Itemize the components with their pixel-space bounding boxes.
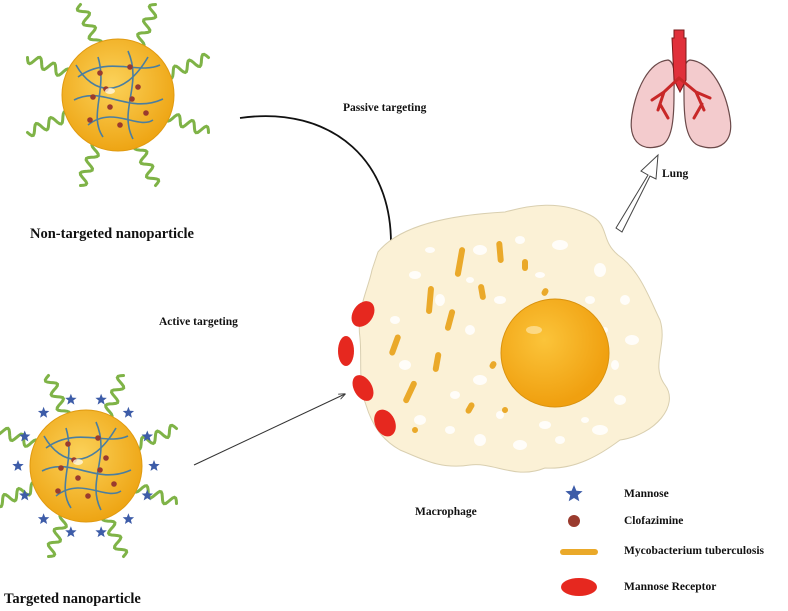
- peg-chain: [75, 3, 103, 49]
- nanoparticle-core: [29, 409, 143, 523]
- clofazimine-dot: [107, 104, 113, 110]
- polymer-strand: [45, 435, 129, 449]
- clofazimine-dot: [75, 475, 81, 481]
- passive-targeting-label: Passive targeting: [343, 102, 427, 114]
- mycobacterium: [444, 309, 456, 331]
- mannose-star: [122, 513, 135, 524]
- polymer-strand: [64, 427, 72, 509]
- legend-receptor-icon: [561, 578, 597, 596]
- peg-chain: [26, 110, 72, 138]
- clofazimine-dot: [111, 481, 117, 487]
- macrophage-vacuoles: [390, 236, 639, 450]
- legend-clofazimine-icon: [568, 515, 580, 527]
- mannose-star: [141, 489, 153, 501]
- active-targeting-label: Active targeting: [159, 316, 238, 328]
- clofazimine-dot: [117, 122, 123, 128]
- legend-mtb-icon: [560, 549, 598, 555]
- mannose-star: [148, 460, 160, 471]
- mannose-star: [19, 430, 31, 442]
- mannose-star: [12, 460, 24, 471]
- clofazimine-dot: [95, 435, 101, 441]
- targeted-label: Targeted nanoparticle: [4, 591, 141, 607]
- mannose-star: [122, 406, 135, 418]
- clofazimine-dot: [87, 117, 93, 123]
- polymer-strand: [73, 94, 164, 105]
- clofazimine-dot: [129, 96, 135, 102]
- mannose-star: [37, 406, 50, 418]
- clofazimine-dot: [97, 467, 103, 473]
- peg-chain: [43, 374, 71, 420]
- mycobacterium: [389, 334, 401, 356]
- mycobacterium: [454, 247, 466, 277]
- targeted-nanoparticle: [0, 374, 178, 558]
- clofazimine-dot: [127, 64, 133, 70]
- nanoparticle-core: [61, 38, 175, 152]
- clofazimine-dot: [58, 465, 64, 471]
- mannose-star: [95, 393, 107, 405]
- peg-chain: [104, 374, 126, 420]
- mycobacterium: [412, 427, 418, 433]
- mannose-star: [65, 393, 77, 405]
- polymer-strand: [96, 56, 104, 138]
- clofazimine-dot: [55, 488, 61, 494]
- peg-chain: [46, 512, 68, 558]
- polymer-strand: [77, 64, 161, 78]
- mycobacterium: [522, 259, 528, 271]
- polymer-strand: [87, 116, 154, 126]
- lung-label: Lung: [662, 168, 689, 180]
- passive-targeting-arrow: [239, 115, 399, 265]
- non-targeted-label: Non-targeted nanoparticle: [30, 226, 194, 242]
- mycobacterium: [502, 407, 508, 413]
- mannose-star: [19, 489, 31, 501]
- mycobacterium: [426, 286, 434, 314]
- mycobacterium: [465, 402, 475, 414]
- mycobacterium: [489, 361, 497, 369]
- polymer-strand: [55, 487, 122, 497]
- peg-chain: [78, 141, 100, 187]
- peg-chain: [164, 113, 210, 135]
- mannose-star: [95, 526, 107, 538]
- mannose-receptors: [338, 301, 396, 437]
- peg-chain: [26, 55, 72, 77]
- macrophage-nucleus: [500, 298, 610, 408]
- clofazimine-dot: [97, 70, 103, 76]
- mannose-star: [37, 513, 50, 524]
- lung-icon: [630, 29, 732, 149]
- peg-chain: [132, 484, 178, 506]
- clofazimine-dot: [135, 84, 141, 90]
- clofazimine-dot: [85, 493, 91, 499]
- mycobacterium: [496, 241, 504, 263]
- polymer-strand: [41, 465, 132, 476]
- lung-arrow: [615, 153, 659, 233]
- legend-clofazimine-label: Clofazimine: [624, 515, 684, 527]
- peg-chain: [164, 52, 210, 80]
- non-targeted-nanoparticle: [26, 3, 210, 187]
- mannose-star: [141, 430, 153, 442]
- active-targeting-arrow: [193, 394, 345, 466]
- mycobacterium: [478, 284, 486, 300]
- clofazimine-dot: [90, 94, 96, 100]
- mycobacteria-in-cell: [389, 241, 549, 433]
- peg-chain: [101, 512, 129, 558]
- clofazimine-dot: [65, 441, 71, 447]
- peg-chain: [133, 141, 161, 187]
- peg-chain: [0, 426, 40, 448]
- mycobacterium: [432, 352, 442, 372]
- mannose-star: [65, 526, 77, 538]
- legend-mannose-icon: [565, 485, 583, 502]
- mycobacterium: [541, 288, 549, 296]
- peg-chain: [0, 481, 40, 509]
- mycobacterium: [403, 380, 417, 404]
- peg-chain: [136, 3, 158, 49]
- clofazimine-dot: [103, 455, 109, 461]
- clofazimine-dot: [143, 110, 149, 116]
- legend-mannose-label: Mannose: [624, 488, 669, 500]
- legend: [560, 485, 598, 596]
- macrophage-cell: [338, 204, 670, 473]
- legend-receptor-label: Mannose Receptor: [624, 581, 717, 593]
- macrophage-label: Macrophage: [415, 506, 477, 518]
- peg-chain: [132, 423, 178, 451]
- legend-mtb-label: Mycobacterium tuberculosis: [624, 545, 765, 557]
